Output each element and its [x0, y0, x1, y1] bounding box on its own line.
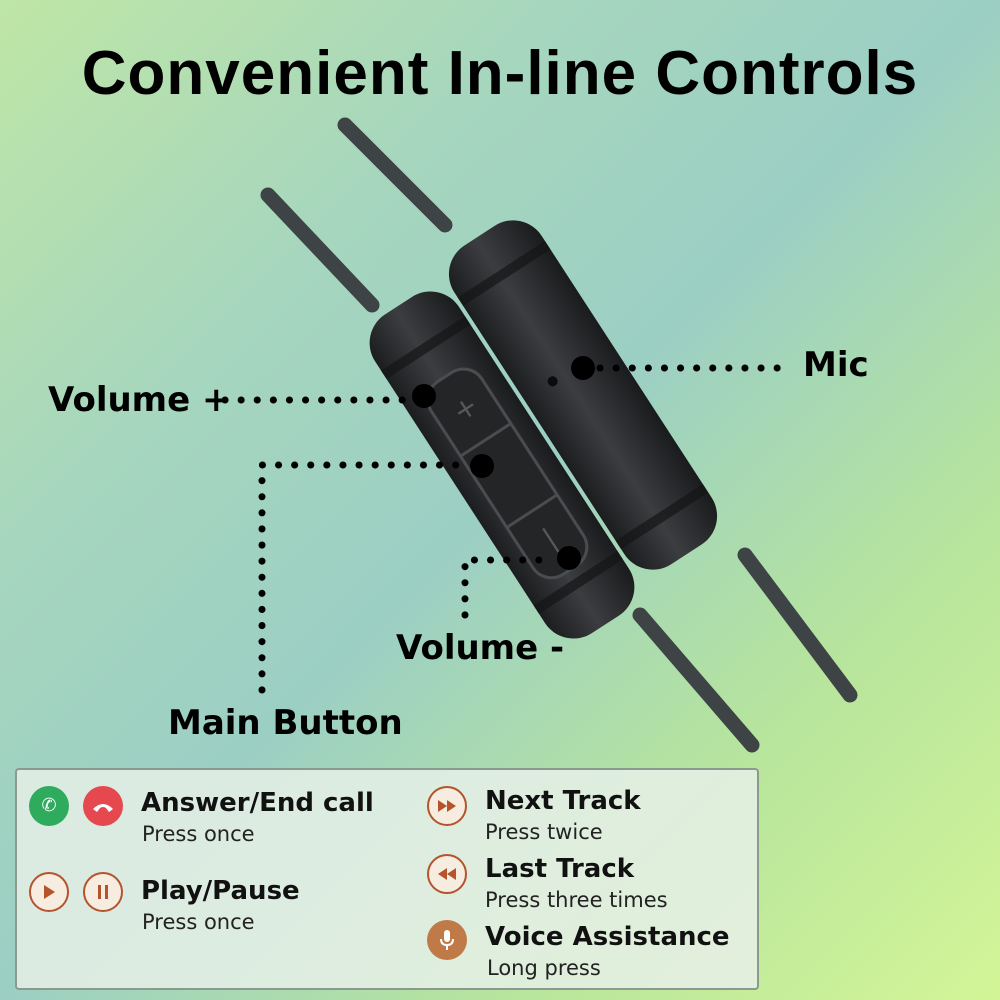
volume-plus-callout-dot [412, 384, 436, 408]
remote-cable [260, 187, 760, 753]
microphone-icon [427, 920, 467, 960]
play-pause-action: Press once [142, 910, 255, 934]
main-button-label: Main Button [168, 703, 403, 743]
fast-forward-icon [427, 786, 467, 826]
answer-end-call-title: Answer/End call [141, 788, 374, 818]
play-icon [29, 872, 69, 912]
page-title: Convenient In-line Controls [81, 39, 919, 108]
phone-answer-icon: ✆ [29, 786, 69, 826]
rewind-icon [427, 854, 467, 894]
callout-lines [221, 356, 794, 694]
mic-callout-dot [571, 356, 595, 380]
pause-icon [83, 872, 123, 912]
voice-assistance-title: Voice Assistance [485, 922, 730, 952]
button-functions-panel: ✆ Answer/End call Press once Play/Pause … [15, 768, 759, 990]
next-track-action: Press twice [485, 820, 603, 844]
answer-end-call-action: Press once [142, 822, 255, 846]
last-track-title: Last Track [485, 854, 635, 884]
play-pause-title: Play/Pause [141, 876, 300, 906]
phone-hangup-icon [83, 786, 123, 826]
mic-housing [448, 220, 718, 570]
voice-assistance-action: Long press [487, 956, 601, 980]
volume-minus-label: Volume - [396, 628, 565, 668]
mic-label: Mic [803, 345, 869, 385]
next-track-title: Next Track [485, 786, 641, 816]
main-button-callout-dot [470, 454, 494, 478]
volume-plus-label: Volume + [48, 380, 231, 420]
mic-cable [337, 117, 858, 703]
volume-minus-callout-dot [557, 546, 581, 570]
last-track-action: Press three times [485, 888, 668, 912]
